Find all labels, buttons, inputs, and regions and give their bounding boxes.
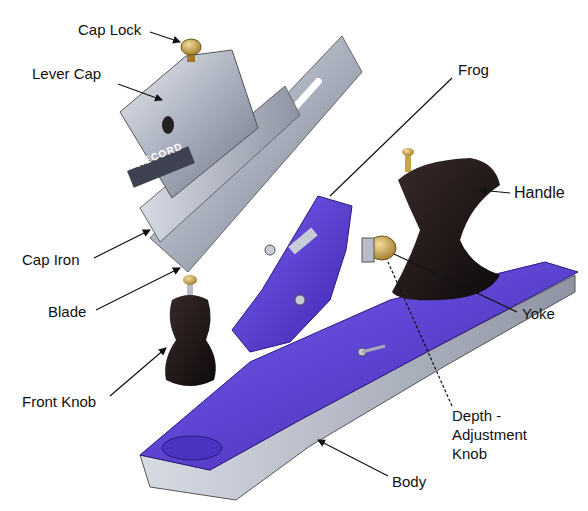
part-label: Depth - Adjustment Knob xyxy=(452,406,538,463)
leader-line xyxy=(388,262,452,406)
leader-line xyxy=(96,268,180,310)
part-label: Cap Iron xyxy=(22,250,80,269)
frog xyxy=(232,196,352,352)
lever-cap xyxy=(120,50,258,198)
frog-screw xyxy=(295,295,305,305)
leader-line xyxy=(394,254,517,312)
cap-lock xyxy=(181,39,201,55)
leader-line xyxy=(318,440,388,476)
part-label: Lever Cap xyxy=(32,64,101,83)
body-top xyxy=(140,262,578,470)
handle-nut xyxy=(402,148,414,156)
part-label: Front Knob xyxy=(22,392,96,411)
leader-line xyxy=(94,230,150,258)
knob-nut xyxy=(183,275,197,285)
frog-screw xyxy=(265,245,275,255)
part-label: Cap Lock xyxy=(78,20,141,39)
frog-slot xyxy=(288,228,317,255)
part-label: Body xyxy=(392,472,426,491)
lever-cap-hole xyxy=(162,116,174,134)
part-label: Handle xyxy=(514,183,565,203)
part-label: Frog xyxy=(458,60,489,79)
part-label: Yoke xyxy=(522,304,555,323)
leader-line xyxy=(150,32,180,42)
leader-line xyxy=(480,190,510,193)
leader-line xyxy=(118,84,162,100)
leader-line xyxy=(110,348,166,396)
body-screw xyxy=(362,346,385,352)
part-label: Blade xyxy=(48,302,86,321)
leader-line xyxy=(330,78,452,196)
body-toe xyxy=(162,436,222,460)
yoke-arm xyxy=(362,238,374,262)
front-knob xyxy=(165,295,216,386)
